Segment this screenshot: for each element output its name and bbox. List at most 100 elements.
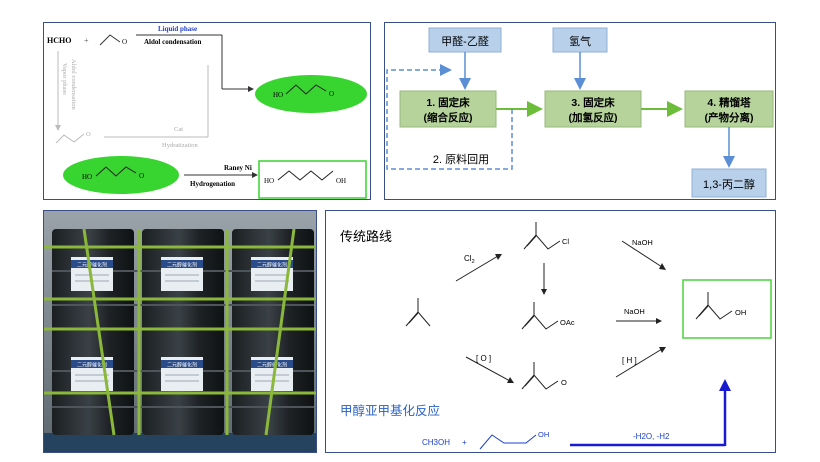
vapor-phase-label: Vapor phase — [61, 63, 68, 95]
synthesis-routes-panel: 传统路线 Cl2 Cl OAc NaOH NaOH [ O ] — [325, 210, 776, 453]
methallyl-acetate-double-bond — [524, 315, 535, 327]
chlorination-arrow — [455, 255, 499, 282]
reduction-arrowhead — [659, 347, 666, 353]
methanol-plus: + — [462, 438, 467, 447]
acetate-label: OAc — [560, 318, 575, 327]
methacrolein-structure — [521, 374, 559, 390]
methallyl-chloride-structure — [523, 234, 561, 250]
chlorine-reagent: Cl2 — [464, 254, 475, 265]
step3-box — [544, 90, 642, 128]
hydrolysis-arrowhead-2 — [656, 318, 662, 324]
propanediol-oh: OH — [336, 177, 346, 185]
hydrolysis-arrowhead-1 — [659, 263, 666, 270]
methallyl-acetate-structure — [521, 314, 559, 330]
propanediol-box — [258, 160, 367, 199]
drum-label-text-5: 二元醇催化剂 — [167, 362, 197, 369]
aldol-scheme-diagram: HCHO + O Liquid phase Aldol condensation… — [47, 25, 367, 199]
acetaldehyde-structure — [99, 34, 121, 46]
step4-subtitle: (产物分离) — [705, 111, 754, 124]
raney-ni-label: Raney Ni — [224, 164, 252, 172]
liquid-phase-label: Liquid phase — [158, 25, 197, 33]
acrolein-structure — [55, 133, 85, 144]
reduction-arrow — [615, 348, 663, 378]
oxidation-arrowhead — [507, 377, 514, 383]
isobutylene-structure — [405, 311, 431, 327]
pallet — [44, 433, 316, 452]
naoh-reagent-2: NaOH — [624, 307, 645, 316]
hydratization-label: Hydratization — [162, 142, 198, 149]
vapor-phase-arrowhead — [55, 125, 61, 131]
reduction-reagent: [ H ] — [622, 356, 637, 365]
acetaldehyde-oxygen: O — [122, 38, 127, 46]
drum-label-lines — [75, 274, 289, 382]
chloride-label: Cl — [562, 237, 569, 246]
hydrogenation-label: Hydrogenation — [190, 180, 235, 188]
propanediol-structure — [277, 170, 334, 181]
drum-label-text-1: 二元醇催化剂 — [77, 262, 107, 269]
propanediol-ho: HO — [264, 177, 274, 185]
oxidation-reagent: [ O ] — [476, 354, 491, 363]
catalyst-drums-photo: 二元醇催化剂 二元醇催化剂 二元醇催化剂 二元醇催化剂 二元醇催化剂 二元醇催化… — [43, 210, 317, 453]
process-flow-diagram: 甲醛-乙醛 氢气 1. 固定床 (缩合反应) 3. 固定床 (加氢反应) 4. … — [386, 27, 774, 198]
process-flow-panel: 甲醛-乙醛 氢气 1. 固定床 (缩合反应) 3. 固定床 (加氢反应) 4. … — [384, 22, 776, 200]
hydrogen-label: 氢气 — [569, 34, 591, 48]
methacrolein-double-bond — [524, 375, 535, 387]
acrolein-oxygen: O — [86, 131, 91, 138]
drum-label-bars — [71, 260, 293, 368]
allyl-alcohol-oh: OH — [538, 430, 549, 439]
step1-subtitle: (缩合反应) — [424, 111, 473, 124]
feed-box — [428, 27, 502, 53]
methallyl-alcohol-double-bond — [698, 305, 709, 317]
recycle-loop — [386, 64, 513, 170]
vapor-aldol-label: Aldol condensation — [70, 59, 77, 110]
hydroxypropanal-highlight-1 — [255, 75, 367, 113]
methylenation-arrowhead — [719, 379, 731, 391]
aldol-condensation-label: Aldol condensation — [144, 38, 201, 46]
methanol-label: CH3OH — [422, 438, 450, 447]
product-hydroxyl: OH — [735, 308, 746, 317]
liquid-phase-arrowhead — [248, 86, 254, 92]
step1-title: 1. 固定床 — [426, 96, 470, 109]
step3-title: 3. 固定床 — [571, 96, 615, 109]
aldehyde-oxygen: O — [561, 378, 567, 387]
hydrogen-box — [552, 27, 608, 53]
product-box — [691, 168, 767, 198]
hydroxypropanal-ho-2: HO — [82, 173, 92, 181]
synthesis-routes-diagram: 传统路线 Cl2 Cl OAc NaOH NaOH [ O ] — [340, 222, 772, 450]
hydroxypropanal-oxygen-1: O — [329, 90, 334, 98]
catalyst-drums-illustration: 二元醇催化剂 二元醇催化剂 二元醇催化剂 二元醇催化剂 二元醇催化剂 二元醇催化… — [44, 211, 316, 452]
hydroxypropanal-ho-1: HO — [273, 91, 283, 99]
product-label: 1,3-丙二醇 — [703, 177, 755, 191]
traditional-route-title: 传统路线 — [340, 229, 392, 244]
allyl-alcohol-structure — [479, 434, 537, 450]
hydroxypropanal-structure-2 — [95, 166, 137, 177]
naoh-reagent-1: NaOH — [632, 238, 653, 247]
methylenation-conditions: -H2O, -H2 — [633, 432, 670, 441]
recycle-label: 2. 原料回用 — [433, 152, 489, 166]
drum-label-text-2: 二元醇催化剂 — [167, 262, 197, 269]
hydroxypropanal-highlight-2 — [63, 156, 179, 194]
chlorination-arrowhead — [495, 254, 502, 260]
methylenation-title: 甲醇亚甲基化反应 — [340, 403, 440, 418]
step3-subtitle: (加氢反应) — [569, 111, 618, 124]
methallyl-chloride-double-bond — [526, 235, 537, 247]
cat-label: Cat — [174, 126, 183, 133]
step4-title: 4. 精馏塔 — [707, 96, 751, 109]
plus-sign: + — [84, 36, 89, 45]
isobutylene-double-bond — [408, 312, 419, 324]
drum-label-text-3: 二元醇催化剂 — [257, 262, 287, 269]
formaldehyde-label: HCHO — [47, 36, 71, 45]
hydrolysis-arrow-1 — [621, 240, 663, 268]
acetylation-arrowhead — [541, 289, 547, 295]
feed-label: 甲醛-乙醛 — [441, 34, 489, 48]
oxidation-arrow — [465, 356, 511, 382]
hydroxypropanal-structure-1 — [285, 84, 327, 95]
green-straps — [44, 228, 316, 436]
methallyl-alcohol-box — [682, 279, 772, 339]
hydroxypropanal-oxygen-2: O — [139, 172, 144, 180]
drum-label-text-6: 二元醇催化剂 — [257, 362, 287, 369]
drum-label-text-4: 二元醇催化剂 — [77, 362, 107, 369]
aldol-scheme-panel: HCHO + O Liquid phase Aldol condensation… — [43, 22, 371, 200]
hydrogenation-arrowhead — [252, 172, 258, 178]
step1-box — [399, 90, 497, 128]
